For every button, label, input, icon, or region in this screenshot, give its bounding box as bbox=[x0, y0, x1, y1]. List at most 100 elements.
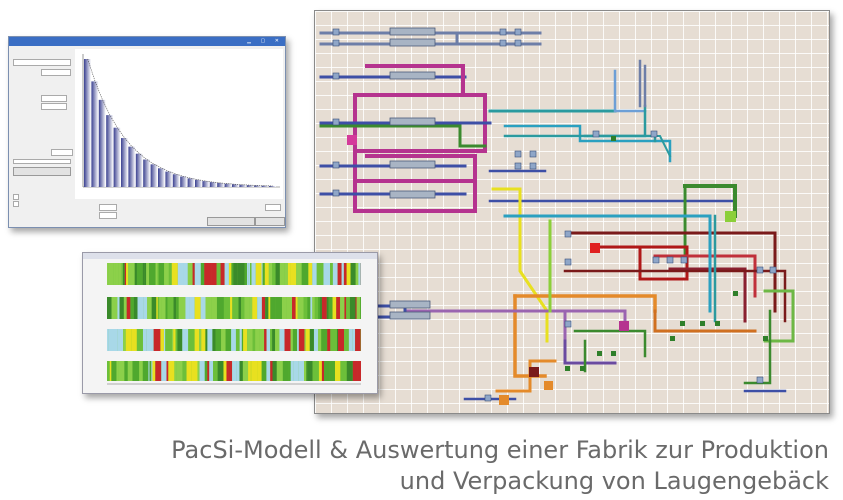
window-controls[interactable]: ▁ ▢ ✕ bbox=[247, 38, 283, 44]
gantt-segment bbox=[326, 297, 329, 319]
gantt-segment bbox=[270, 361, 273, 381]
gantt-segment bbox=[156, 297, 158, 319]
gantt-segment bbox=[163, 329, 166, 351]
gantt-segment bbox=[257, 297, 262, 319]
gantt-segment bbox=[168, 361, 175, 381]
gantt-segment bbox=[257, 361, 262, 381]
gantt-segment bbox=[136, 263, 143, 285]
histogram-bar bbox=[106, 115, 114, 187]
gantt-segment bbox=[330, 263, 333, 285]
gantt-segment bbox=[142, 329, 147, 351]
gantt-segment bbox=[165, 329, 172, 351]
checkbox[interactable] bbox=[13, 194, 19, 200]
cancel-button[interactable] bbox=[255, 217, 285, 226]
gantt-segment bbox=[305, 329, 310, 351]
caption-line-2: und Verpackung von Laugengebäck bbox=[399, 467, 829, 495]
gantt-segment bbox=[272, 329, 276, 351]
gantt-segment bbox=[164, 263, 169, 285]
dialog-titlebar: ▁ ▢ ✕ bbox=[9, 37, 285, 46]
gantt-segment bbox=[160, 329, 164, 351]
gantt-segment bbox=[152, 361, 156, 381]
gantt-segment bbox=[178, 297, 186, 319]
gantt-segment bbox=[157, 263, 159, 285]
gantt-segment bbox=[146, 329, 154, 351]
gantt-segment bbox=[113, 263, 116, 285]
gantt-segment bbox=[228, 361, 233, 381]
gantt-segment bbox=[341, 263, 344, 285]
gantt-segment bbox=[177, 329, 183, 351]
gantt-segment bbox=[340, 361, 347, 381]
gantt-segment bbox=[261, 361, 267, 381]
calculate-button[interactable] bbox=[13, 167, 71, 176]
gantt-segment bbox=[177, 263, 184, 285]
gantt-segment bbox=[355, 263, 359, 285]
gantt-segment bbox=[287, 263, 291, 285]
gantt-segment bbox=[251, 361, 258, 381]
gantt-segment bbox=[189, 297, 195, 319]
gantt-segment bbox=[220, 263, 225, 285]
gantt-segment bbox=[318, 297, 321, 319]
gantt-segment bbox=[252, 329, 256, 351]
slider[interactable] bbox=[13, 159, 71, 164]
gantt-segment bbox=[306, 361, 308, 381]
gantt-segment bbox=[211, 263, 217, 285]
range-field-2[interactable] bbox=[99, 212, 117, 219]
evaluation-gantt-window bbox=[82, 252, 378, 394]
gantt-segment bbox=[332, 297, 337, 319]
gantt-segment bbox=[275, 297, 282, 319]
gantt-segment bbox=[346, 297, 350, 319]
value-field[interactable] bbox=[41, 95, 67, 102]
gantt-segment bbox=[200, 263, 205, 285]
factory-model-canvas[interactable] bbox=[314, 10, 830, 414]
gantt-segment bbox=[320, 297, 322, 319]
gantt-segment bbox=[147, 297, 152, 319]
gantt-segment bbox=[241, 297, 245, 319]
gantt-segment bbox=[307, 361, 313, 381]
gantt-segment bbox=[151, 361, 153, 381]
gantt-segment bbox=[340, 297, 345, 319]
distribution-dialog: ▁ ▢ ✕ bbox=[8, 36, 286, 228]
gantt-segment bbox=[231, 263, 234, 285]
stepper-field[interactable] bbox=[51, 149, 73, 156]
histogram-bar bbox=[135, 153, 143, 187]
gantt-segment bbox=[321, 361, 325, 381]
histogram-bar bbox=[98, 99, 106, 187]
gantt-segment bbox=[111, 297, 118, 319]
gantt-segment bbox=[209, 361, 214, 381]
distribution-select[interactable] bbox=[13, 59, 71, 66]
gantt-segment bbox=[239, 361, 243, 381]
gantt-segment bbox=[221, 329, 226, 351]
histogram-bar bbox=[254, 185, 262, 187]
gantt-segment bbox=[130, 297, 134, 319]
gantt-segment bbox=[312, 263, 317, 285]
gantt-segment bbox=[297, 297, 304, 319]
histogram-bar bbox=[232, 184, 239, 187]
gantt-segment bbox=[255, 329, 260, 351]
gantt-segment bbox=[290, 329, 293, 351]
range-field-1[interactable] bbox=[99, 204, 117, 211]
gantt-segment bbox=[155, 263, 158, 285]
gantt-segment bbox=[275, 329, 280, 351]
gantt-segment bbox=[304, 361, 307, 381]
gantt-segment bbox=[261, 263, 263, 285]
gantt-segment bbox=[348, 329, 353, 351]
gantt-segment bbox=[161, 361, 167, 381]
gantt-segment bbox=[330, 329, 337, 351]
gantt-segment bbox=[244, 263, 247, 285]
apply-button[interactable] bbox=[207, 217, 255, 226]
gantt-segment bbox=[355, 297, 357, 319]
gantt-segment bbox=[149, 361, 152, 381]
gantt-segment bbox=[134, 263, 137, 285]
gantt-segment bbox=[131, 329, 137, 351]
classes-field[interactable] bbox=[265, 204, 281, 211]
gantt-segment bbox=[266, 361, 271, 381]
param-field[interactable] bbox=[41, 69, 71, 76]
checkbox-2[interactable] bbox=[13, 201, 19, 207]
gantt-segment bbox=[321, 329, 328, 351]
gantt-segment bbox=[167, 297, 174, 319]
gantt-segment bbox=[328, 297, 333, 319]
value-field-2[interactable] bbox=[41, 103, 67, 110]
gantt-segment bbox=[139, 361, 143, 381]
gantt-segment bbox=[314, 297, 319, 319]
gantt-segment bbox=[133, 297, 138, 319]
